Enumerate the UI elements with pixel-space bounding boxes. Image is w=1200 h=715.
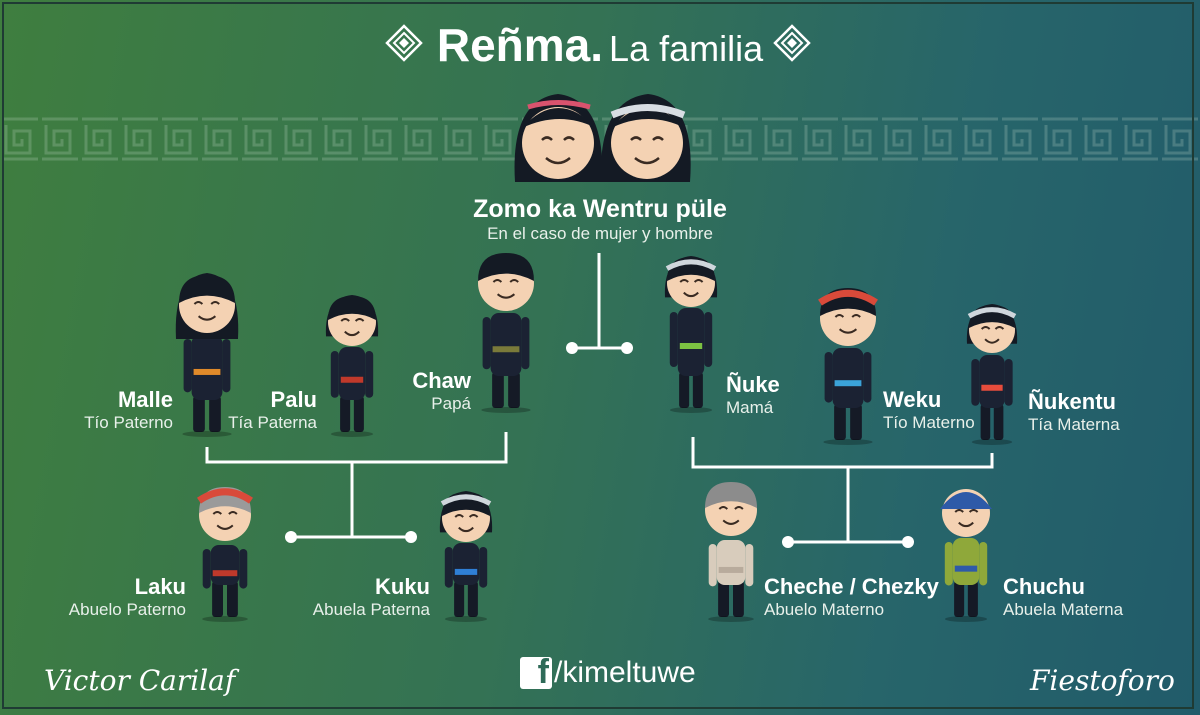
role-laku: Abuelo Paterno — [68, 600, 186, 619]
name-cheche: Cheche / Chezky — [764, 574, 939, 599]
facebook-handle: /kimeltuwe — [554, 656, 696, 689]
figure-chaw — [478, 253, 534, 413]
label-laku: Laku Abuelo Paterno — [50, 574, 186, 620]
label-chaw: Chaw Papá — [380, 368, 471, 414]
name-palu: Palu — [270, 387, 317, 412]
role-kuku: Abuela Paterna — [312, 600, 430, 619]
name-weku: Weku — [883, 387, 942, 412]
figure-kuku — [439, 491, 493, 622]
role-weku: Tío Materno — [883, 413, 975, 432]
page-title: Reñma.La familia — [0, 18, 1200, 74]
facebook-link[interactable]: f /kimeltuwe — [520, 653, 696, 691]
role-chuchu: Abuela Materna — [1003, 600, 1124, 619]
label-nuke: Ñuke Mamá — [726, 372, 780, 418]
name-chuchu: Chuchu — [1003, 574, 1085, 599]
figure-malle — [175, 273, 239, 437]
role-cheche: Abuelo Materno — [764, 600, 885, 619]
figure-cheche — [705, 482, 757, 622]
figure-chuchu — [940, 489, 992, 622]
name-nukentu: Ñukentu — [1028, 389, 1116, 414]
name-nuke: Ñuke — [726, 372, 780, 397]
center-role: En el caso de mujer y hombre — [487, 224, 713, 243]
figure-palu — [325, 295, 379, 437]
author-signature-left: Victor Carilaf — [44, 664, 236, 697]
figure-weku — [818, 288, 878, 445]
role-chaw: Papá — [431, 394, 471, 413]
role-malle: Tío Paterno — [84, 413, 173, 432]
label-palu: Palu Tía Paterna — [220, 387, 317, 433]
diamond-ornament-icon — [773, 24, 811, 62]
name-malle: Malle — [117, 387, 173, 412]
role-nuke: Mamá — [726, 398, 774, 417]
label-kuku: Kuku Abuela Paterna — [300, 574, 430, 620]
role-palu: Tía Paterna — [228, 413, 317, 432]
author-signature-right: Fiestoforo — [1030, 664, 1175, 697]
name-chaw: Chaw — [412, 368, 471, 393]
couple-faces — [514, 94, 691, 182]
center-label: Zomo ka Wentru püle En el caso de mujer … — [452, 194, 748, 244]
role-nukentu: Tía Materna — [1028, 415, 1120, 434]
figure-nuke — [664, 256, 718, 413]
title-main: Reñma. — [436, 19, 604, 71]
label-malle: Malle Tío Paterno — [70, 387, 173, 433]
title-sub: La familia — [609, 28, 764, 69]
figure-laku — [197, 487, 253, 622]
diamond-ornament-icon — [385, 24, 423, 62]
figure-nukentu — [966, 304, 1018, 445]
facebook-icon: f — [520, 653, 552, 691]
name-laku: Laku — [134, 574, 186, 599]
name-kuku: Kuku — [375, 574, 430, 599]
label-weku: Weku Tío Materno — [883, 387, 975, 433]
label-nukentu: Ñukentu Tía Materna — [1028, 389, 1120, 435]
label-cheche: Cheche / Chezky Abuelo Materno — [764, 574, 939, 620]
label-chuchu: Chuchu Abuela Materna — [1003, 574, 1123, 620]
center-name: Zomo ka Wentru püle — [473, 195, 727, 223]
